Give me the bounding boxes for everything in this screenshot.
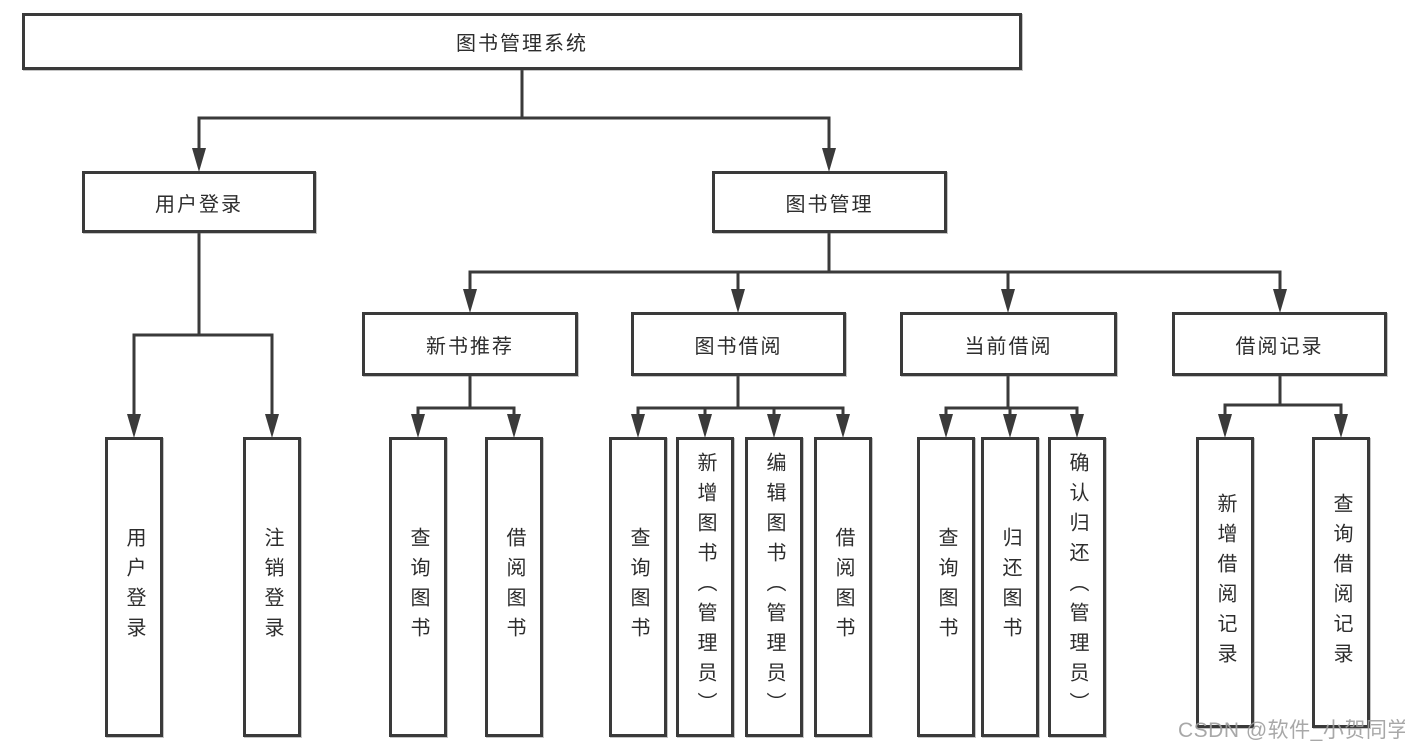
leaf-query-books-current: 查询图书 [917, 437, 975, 737]
node-label: 图书管理系统 [456, 33, 588, 55]
node-library-management-system: 图书管理系统 [22, 13, 1022, 70]
node-label: 用户登录 [155, 193, 243, 216]
node-label: 借阅图书 [832, 527, 854, 647]
node-label: 新增借阅记录 [1214, 492, 1236, 673]
leaf-query-books-recommend: 查询图书 [389, 437, 447, 737]
leaf-query-borrow-record: 查询借阅记录 [1312, 437, 1370, 728]
node-label: 查询图书 [407, 527, 429, 647]
leaf-borrow-books-recommend: 借阅图书 [485, 437, 543, 737]
node-book-borrow: 图书借阅 [631, 312, 846, 376]
node-label: 注销登录 [261, 527, 283, 647]
node-new-book-recommend: 新书推荐 [362, 312, 578, 376]
node-label: 新书推荐 [426, 335, 514, 358]
node-label: 查询借阅记录 [1330, 492, 1352, 673]
node-label: 查询图书 [935, 527, 957, 647]
arrowhead-group [127, 148, 1348, 438]
node-label: 用户登录 [123, 527, 145, 647]
leaf-edit-books-admin: 编辑图书（管理员） [745, 437, 803, 737]
node-label: 归还图书 [999, 527, 1021, 647]
leaf-confirm-return-admin: 确认归还（管理员） [1048, 437, 1106, 737]
leaf-add-borrow-record: 新增借阅记录 [1196, 437, 1254, 728]
node-label: 当前借阅 [964, 335, 1053, 358]
node-current-borrow: 当前借阅 [900, 312, 1117, 376]
leaf-borrow-books: 借阅图书 [814, 437, 872, 737]
node-user-login: 用户登录 [82, 171, 316, 233]
node-label: 借阅图书 [503, 527, 525, 647]
node-label: 借阅记录 [1235, 335, 1324, 358]
leaf-return-books: 归还图书 [981, 437, 1039, 737]
node-label: 新增图书（管理员） [694, 452, 716, 722]
node-book-management: 图书管理 [712, 171, 947, 233]
node-label: 图书借阅 [694, 335, 783, 358]
node-label: 图书管理 [785, 193, 874, 216]
node-label: 编辑图书（管理员） [763, 452, 785, 722]
leaf-query-books-borrow: 查询图书 [609, 437, 667, 737]
leaf-user-login: 用户登录 [105, 437, 163, 737]
node-borrow-record: 借阅记录 [1172, 312, 1387, 376]
leaf-add-books-admin: 新增图书（管理员） [676, 437, 734, 737]
leaf-logout: 注销登录 [243, 437, 301, 737]
node-label: 确认归还（管理员） [1066, 452, 1088, 722]
node-label: 查询图书 [627, 527, 649, 647]
csdn-watermark: CSDN @软件_小贺同学 [1178, 719, 1405, 742]
